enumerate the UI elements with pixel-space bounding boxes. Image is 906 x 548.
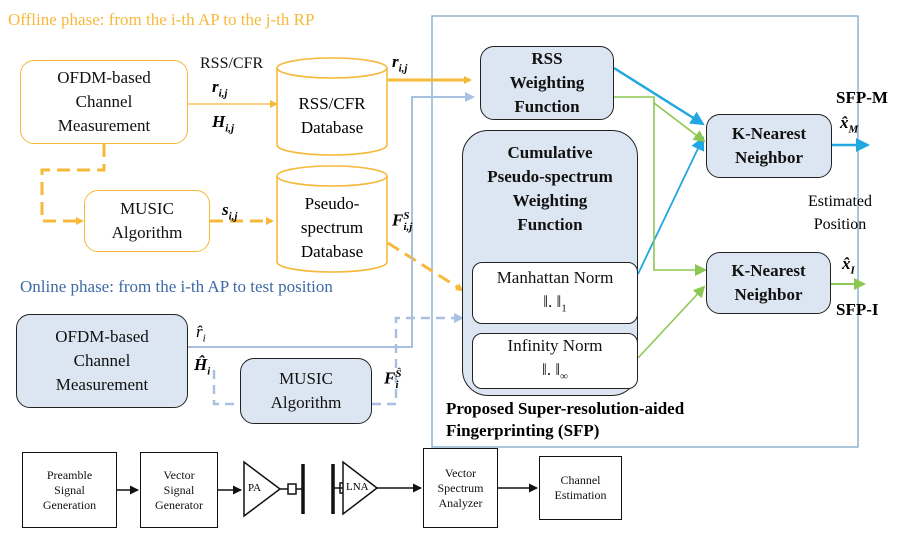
green-rss-to-knn-m [653,102,706,143]
sfp-m-label: SFP-M [836,88,888,107]
rss-cfr-db-line-1: RSS/CFR [298,94,366,113]
online-dashed-music-to-manhattan [372,313,464,406]
cyan-rss-to-knn-m [613,66,705,126]
online-ofdm-line-3: Measurement [55,375,149,394]
preamble-line-2: Signal [54,482,85,497]
pseudo-db-line-3: Database [300,242,364,261]
x-hat-i-label: x̂I [842,254,855,277]
r-hat-i-label: r̂i [196,322,206,345]
offline-phase-title: Offline phase: from the i-th AP to the j… [8,10,315,29]
rss-cfr-db-line-2: Database [300,118,364,137]
offline-music-line-2: Algorithm [111,223,183,242]
s-ij-label: si,j [222,200,238,223]
knn-i-line-1: K-Nearest [731,261,806,280]
tx-antenna-icon [287,464,305,514]
lna-label: LNA [346,481,369,493]
cumulative-line-2: Pseudo-spectrum [487,167,613,186]
vsg-line-2: Signal [163,482,195,497]
x-hat-m-label: x̂M [840,113,859,136]
cumulative-line-3: Weighting [512,191,588,210]
cumulative-line-1: Cumulative [507,143,593,162]
infinity-norm-expr: ‖. ‖ [542,359,561,379]
manhattan-norm-expr: ‖. ‖ [543,291,562,311]
offline-music-line-1: MUSIC [120,199,174,218]
green-rss-to-knn-i [614,96,707,276]
rss-weighting-line-3: Function [514,97,580,116]
pa-label: PA [248,482,262,494]
vsg-line-3: Generator [155,497,203,512]
rss-cfr-label: RSS/CFR [200,55,264,72]
f-ij-label: FSi,j [392,210,413,234]
knn-i-line-2: Neighbor [734,285,803,304]
sfp-i-label: SFP-I [836,300,879,319]
rss-cfr-database-cylinder [276,57,388,156]
online-music-line-1: MUSIC [279,369,333,388]
infinity-norm-box: Infinity Norm ‖. ‖∞ [472,333,638,389]
channel-est-line-2: Estimation [554,488,607,502]
knn-m-line-1: K-Nearest [731,124,807,143]
offline-ofdm-line-2: Channel [75,92,133,111]
online-ofdm-to-rss-weighting [188,92,475,348]
pseudo-spectrum-database-cylinder [276,165,388,273]
r-ij-db-output-label: ri,j [392,52,408,75]
h-hat-i-label: Ĥi [194,355,211,378]
dashed-pseudo-db-to-manhattan [387,241,464,292]
vsa-line-1: Vector [444,465,477,480]
manhattan-norm-sub: 1 [561,302,567,315]
r-ij-label: ri,j [212,77,228,100]
cumulative-line-4: Function [517,215,583,234]
f-hat-i-label: FŜi [384,368,402,392]
dashed-ofdm-to-music [40,144,106,225]
infinity-norm-label: Infinity Norm [507,335,603,355]
rss-weighting-line-2: Weighting [509,73,585,92]
offline-ofdm-line-3: Measurement [57,116,151,135]
manhattan-norm-label: Manhattan Norm [496,267,614,287]
sfp-caption-line-2: Fingerprinting (SFP) [446,421,600,440]
lna-amplifier-icon [342,460,379,516]
sfp-frame [431,15,859,448]
estimated-line-1: Estimated [808,193,872,210]
pa-amplifier-icon [243,460,288,518]
cyan-manhattan-to-knn-m [637,136,705,275]
vsa-line-2: Spectrum [437,480,484,495]
estimated-line-2: Position [813,216,867,233]
h-ij-label: Hi,j [212,112,235,135]
pseudo-db-line-2: spectrum [300,218,364,237]
manhattan-norm-box: Manhattan Norm ‖. ‖1 [472,262,638,324]
sfp-caption-line-1: Proposed Super-resolution-aided [446,399,685,418]
preamble-line-3: Generation [42,497,97,512]
vsg-line-1: Vector [163,467,195,482]
rss-cfr-db-label: RSS/CFR Database [292,92,372,140]
offline-ofdm-line-1: OFDM-based [57,68,151,87]
vsa-line-3: Analyzer [438,495,483,510]
offline-music-box: MUSIC Algorithm [84,190,210,252]
preamble-line-1: Preamble [46,467,93,482]
online-music-line-2: Algorithm [270,393,342,412]
online-ofdm-line-2: Channel [73,351,131,370]
online-dashed-ofdm-to-music [212,370,238,406]
rss-weighting-line-1: RSS [531,49,563,68]
knn-m-line-2: Neighbor [735,148,803,167]
online-ofdm-line-1: OFDM-based [55,327,149,346]
channel-est-line-1: Channel [560,473,601,487]
infinity-norm-sub: ∞ [560,370,568,383]
online-music-box: MUSIC Algorithm [240,358,372,424]
online-phase-title: Online phase: from the i-th AP to test p… [20,277,333,296]
pseudo-db-line-1: Pseudo- [304,194,360,213]
green-infinity-to-knn-i [637,285,706,359]
